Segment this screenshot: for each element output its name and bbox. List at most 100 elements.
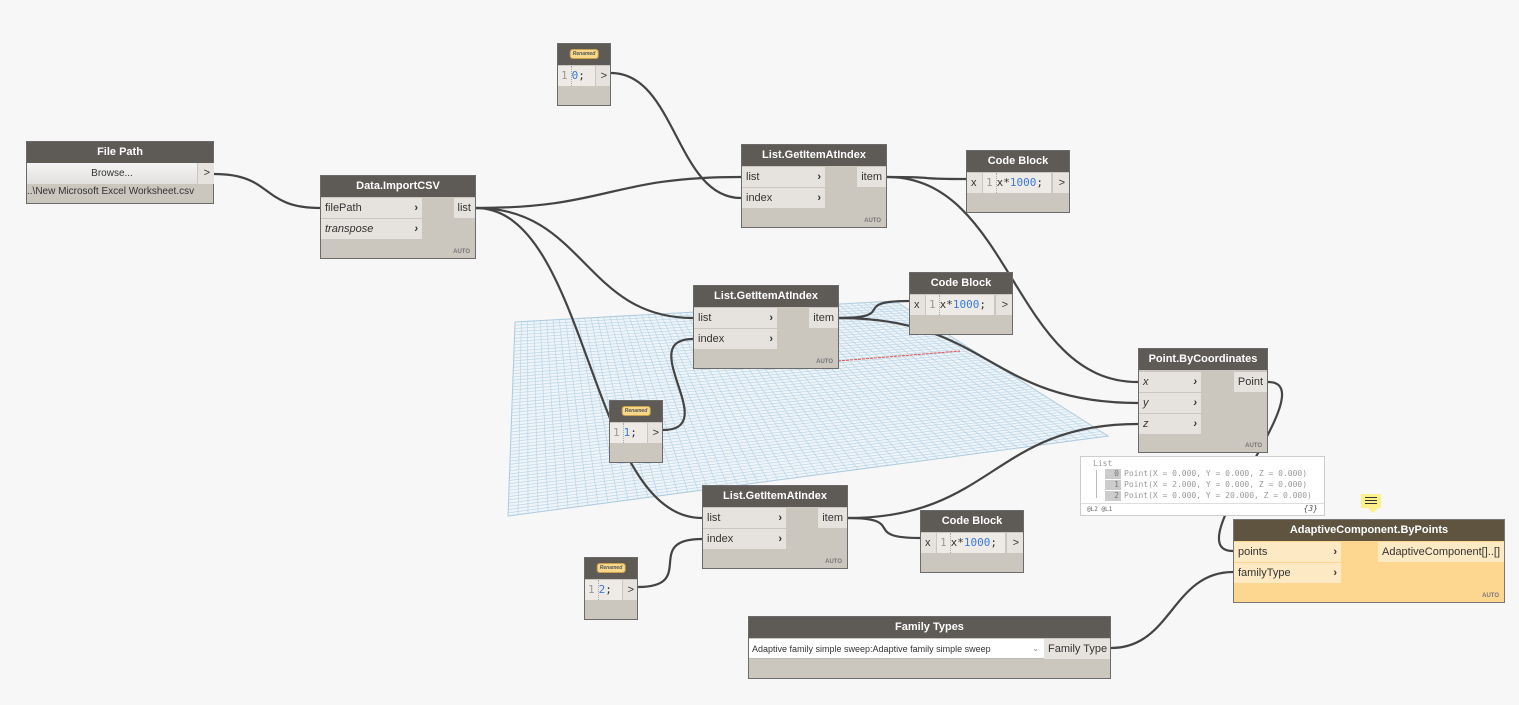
- family-types-node[interactable]: Family Types Adaptive family simple swee…: [748, 616, 1111, 679]
- node-header: Renamed: [558, 44, 610, 65]
- chevron-right-icon: ›: [817, 192, 821, 204]
- input-port-points[interactable]: points›: [1234, 542, 1341, 562]
- preview-divider: [1081, 503, 1324, 504]
- node-title: File Path: [27, 142, 213, 163]
- input-port-index[interactable]: index›: [703, 529, 786, 549]
- output-port-item[interactable]: item: [818, 508, 847, 528]
- output-port-list[interactable]: list: [453, 198, 475, 218]
- input-port-familytype[interactable]: familyType›: [1234, 563, 1341, 583]
- node-title: List.GetItemAtIndex: [742, 145, 886, 166]
- lacing-label: AUTO: [825, 559, 842, 565]
- input-port-list[interactable]: list›: [742, 167, 825, 187]
- chevron-right-icon: ›: [414, 202, 418, 214]
- port-label: list: [707, 512, 721, 524]
- list-levels: @L2 @L1: [1087, 506, 1113, 513]
- port-label: index: [707, 533, 734, 545]
- port-label: list: [746, 171, 760, 183]
- file-path-node[interactable]: File Path Browse... > ..\New Microsoft E…: [26, 141, 214, 204]
- input-port-index[interactable]: index›: [742, 188, 825, 208]
- input-port-x[interactable]: x›: [1139, 372, 1201, 392]
- input-port-index[interactable]: index›: [694, 329, 777, 349]
- renamed-badge: Renamed: [621, 406, 651, 416]
- tree-line: [1096, 470, 1097, 498]
- comment-icon[interactable]: [1361, 494, 1381, 513]
- wire[interactable]: [1110, 570, 1234, 650]
- input-port-z[interactable]: z›: [1139, 414, 1201, 434]
- input-port-x[interactable]: x: [967, 173, 982, 193]
- output-port[interactable]: >: [623, 580, 637, 600]
- lacing-label: AUTO: [816, 359, 833, 365]
- dropdown-value: Adaptive family simple sweep:Adaptive fa…: [752, 644, 991, 654]
- wire[interactable]: [475, 206, 694, 320]
- chevron-right-icon: ›: [769, 312, 773, 324]
- input-port-filepath[interactable]: filePath ›: [321, 198, 422, 218]
- wire[interactable]: [662, 337, 694, 432]
- chevron-right-icon: ›: [769, 333, 773, 345]
- output-port-family-type[interactable]: Family Type: [1044, 639, 1110, 659]
- input-port-transpose[interactable]: transpose›: [321, 219, 422, 239]
- point-bycoordinates-node[interactable]: Point.ByCoordinates x› y› z› Point AUTO: [1138, 348, 1268, 453]
- wire[interactable]: [637, 537, 703, 589]
- port-label: filePath: [325, 202, 362, 214]
- wire[interactable]: [838, 299, 910, 320]
- output-port[interactable]: >: [648, 423, 662, 443]
- output-port-adaptivecomponent[interactable]: AdaptiveComponent[]..[]: [1377, 542, 1504, 562]
- node-title: AdaptiveComponent.ByPoints: [1234, 520, 1504, 541]
- list-getitematindex-node[interactable]: List.GetItemAtIndex list› index› item AU…: [741, 144, 887, 228]
- input-port-list[interactable]: list›: [694, 308, 777, 328]
- chevron-right-icon: ›: [1333, 567, 1337, 579]
- wire[interactable]: [847, 422, 1139, 520]
- lacing-label: AUTO: [864, 218, 881, 224]
- output-port[interactable]: >: [1053, 173, 1069, 193]
- output-port[interactable]: >: [596, 66, 610, 86]
- node-header: Renamed: [585, 558, 637, 579]
- output-port[interactable]: >: [1007, 533, 1023, 553]
- family-type-dropdown[interactable]: Adaptive family simple sweep:Adaptive fa…: [749, 639, 1044, 659]
- output-port[interactable]: >: [996, 295, 1012, 315]
- node-title: Code Block: [910, 273, 1012, 294]
- list-getitematindex-node[interactable]: List.GetItemAtIndex list› index› item AU…: [702, 485, 848, 569]
- input-port-x[interactable]: x: [921, 533, 936, 553]
- list-getitematindex-node[interactable]: List.GetItemAtIndex list› index› item AU…: [693, 285, 839, 369]
- port-label: y: [1143, 397, 1149, 409]
- wire[interactable]: [475, 175, 742, 210]
- input-port-x[interactable]: x: [910, 295, 925, 315]
- wire[interactable]: [213, 172, 321, 210]
- output-port-item[interactable]: item: [809, 308, 838, 328]
- input-port-y[interactable]: y›: [1139, 393, 1201, 413]
- data-importcsv-node[interactable]: Data.ImportCSV filePath› transpose› list…: [320, 175, 476, 259]
- browse-button[interactable]: Browse...: [27, 163, 197, 184]
- renamed-badge: Renamed: [596, 563, 626, 573]
- wire[interactable]: [886, 175, 967, 181]
- wire[interactable]: [838, 316, 1139, 405]
- node-title: Code Block: [921, 511, 1023, 532]
- wire[interactable]: [610, 71, 742, 200]
- adaptivecomponent-bypoints-node[interactable]: AdaptiveComponent.ByPoints points› famil…: [1233, 519, 1505, 603]
- input-port-list[interactable]: list›: [703, 508, 786, 528]
- wire[interactable]: [847, 516, 921, 540]
- lacing-label: AUTO: [1482, 593, 1499, 599]
- wire[interactable]: [475, 206, 703, 520]
- output-port-item[interactable]: item: [857, 167, 886, 187]
- output-port-point[interactable]: Point: [1233, 372, 1267, 392]
- port-label: z: [1143, 418, 1149, 430]
- node-title: List.GetItemAtIndex: [694, 286, 838, 307]
- output-port[interactable]: >: [198, 163, 214, 184]
- chevron-right-icon: ›: [1193, 418, 1197, 430]
- preview-header: List: [1093, 459, 1113, 468]
